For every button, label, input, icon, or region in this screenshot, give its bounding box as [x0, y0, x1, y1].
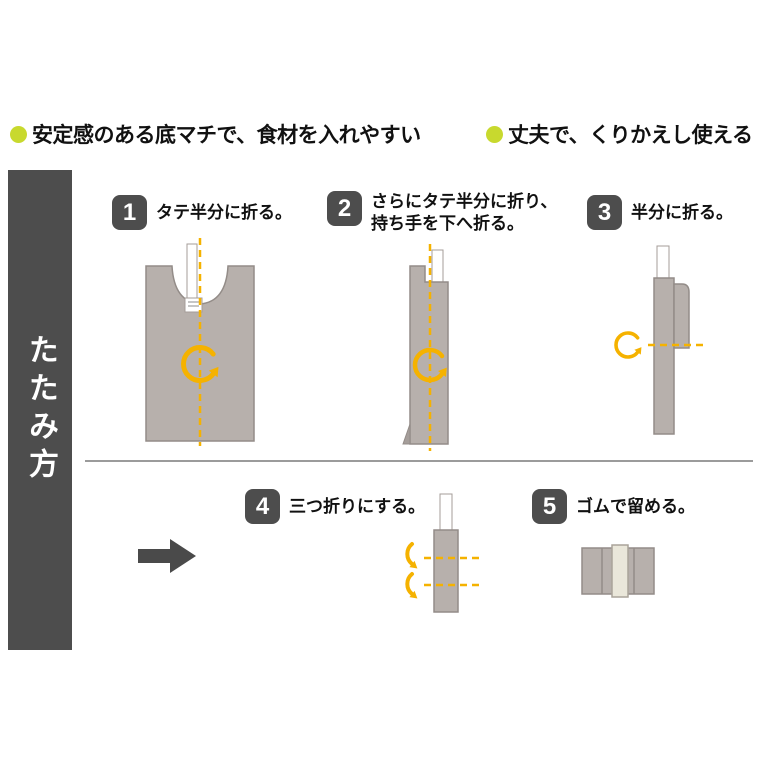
step-1-header: 1 タテ半分に折る。: [112, 195, 292, 230]
step-2-label: さらにタテ半分に折り、 持ち手を下へ折る。: [371, 192, 558, 234]
step-4-header: 4 三つ折りにする。: [245, 489, 425, 524]
fold-arrow-icon: [407, 574, 417, 599]
sidebar-folding-title: たたみ方: [8, 170, 72, 650]
feature-2-text: 丈夫で、くりかえし使える: [508, 124, 753, 147]
row-divider: [85, 460, 753, 462]
step-5-number-badge: 5: [532, 489, 567, 524]
step-4-strip-illustration: [400, 493, 480, 613]
bag-inner-handle: [186, 243, 198, 303]
feature-bullet-1: 安定感のある底マチで、食材を入れやすい: [10, 119, 421, 149]
sidebar-title-text: たたみ方: [24, 334, 57, 486]
step-5-label: ゴムで留める。: [576, 497, 695, 516]
step-2-number-badge: 2: [327, 191, 362, 226]
bag-body: [145, 265, 255, 442]
step-1-label: タテ半分に折る。: [156, 203, 292, 222]
step-2-bag-illustration: [402, 244, 485, 451]
fold-arrow-icon: [407, 544, 417, 569]
step-5-bundle-illustration: [581, 544, 655, 598]
step-1-bag-illustration: [145, 238, 255, 446]
folding-steps-panel: たたみ方: [8, 170, 760, 650]
step-3-number-badge: 3: [587, 195, 622, 230]
step-3-strip-illustration: [614, 245, 708, 435]
rubber-band: [611, 544, 629, 598]
bag-strip: [433, 529, 459, 613]
feature-1-text: 安定感のある底マチで、食材を入れやすい: [32, 124, 421, 147]
next-arrow-icon: [138, 539, 196, 573]
bag-inner-handle: [656, 245, 670, 283]
bag-strip: [653, 277, 675, 435]
step-3-header: 3 半分に折る。: [587, 195, 733, 230]
bottom-flap: [402, 423, 411, 445]
step-1-number-badge: 1: [112, 195, 147, 230]
step-4-label: 三つ折りにする。: [289, 497, 426, 516]
bullet-dot-icon: [486, 125, 503, 143]
rotate-arrow-icon: [614, 331, 644, 359]
step-4-number-badge: 4: [245, 489, 280, 524]
bag-inner-handle: [439, 493, 453, 533]
bullet-dot-icon: [10, 125, 27, 143]
step-2-header: 2 さらにタテ半分に折り、 持ち手を下へ折る。: [327, 191, 557, 235]
handle-folded-flap: [673, 283, 690, 349]
feature-bullet-2: 丈夫で、くりかえし使える: [486, 119, 753, 149]
step-5-header: 5 ゴムで留める。: [532, 489, 695, 524]
step-3-label: 半分に折る。: [631, 203, 733, 222]
